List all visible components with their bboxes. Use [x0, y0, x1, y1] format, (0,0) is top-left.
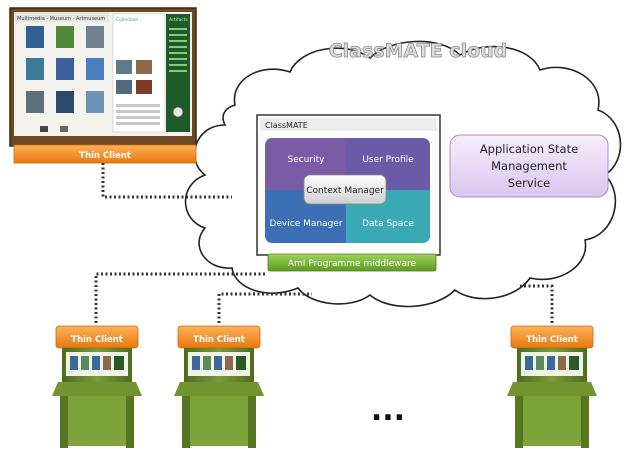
- user-profile-label: User Profile: [362, 155, 414, 165]
- kiosk-label-3: Thin Client: [526, 335, 578, 345]
- middleware-label: AmI Programme middleware: [288, 259, 417, 269]
- classmate-box: ClassMATE Security User Profile Device M…: [256, 114, 441, 256]
- app-state-line-3: Service: [508, 176, 551, 190]
- security-label: Security: [288, 155, 326, 165]
- connectors: [94, 163, 554, 323]
- kiosk-thin-client-1: Thin Client: [52, 325, 142, 448]
- context-manager-module: [303, 174, 387, 205]
- device-manager-label: Device Manager: [269, 219, 342, 229]
- app-state-line-1: Application State: [480, 142, 578, 156]
- cloud-title: ClassMATE cloud: [329, 40, 508, 62]
- main-thin-client-label: Thin Client: [79, 151, 131, 161]
- kiosk-label-1: Thin Client: [71, 335, 123, 345]
- classmate-box-title: ClassMATE: [265, 121, 308, 130]
- screen-side-header: Collection: [116, 17, 138, 23]
- thumbnail-grid: [26, 26, 104, 113]
- context-manager-label: Context Manager: [306, 186, 384, 196]
- kiosk-label-2: Thin Client: [193, 335, 245, 345]
- screen-header: Multimedia - Museum - Artmuseum: [17, 16, 105, 22]
- kiosk-thin-client-3: Thin Client: [507, 325, 597, 448]
- kiosk-thin-client-2: Thin Client: [174, 325, 264, 448]
- app-state-line-2: Management: [491, 159, 567, 173]
- app-state-service-box: [449, 134, 609, 198]
- middleware-bar: [267, 253, 437, 272]
- main-thin-client-label-bar: [13, 144, 197, 164]
- main-thin-client: Multimedia - Museum - Artmuseum Collecti…: [9, 7, 197, 164]
- data-space-label: Data Space: [362, 219, 414, 229]
- screen-side-title: Artifacts: [169, 17, 189, 23]
- ellipsis: ...: [371, 393, 405, 428]
